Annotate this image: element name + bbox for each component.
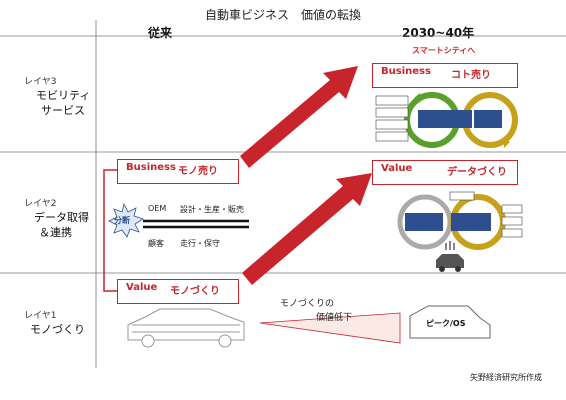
business-future-box: Business コト売り [372,63,518,88]
business-future-value: コト売り [451,70,491,81]
oem-label: OEM [148,204,167,213]
layer2-name-line1: データ取得 [34,211,89,224]
center-note-line1: モノづくりの [280,299,335,309]
value-now-key: Value [126,282,158,293]
layer3-tag: レイヤ3 [24,77,57,87]
value-now-value: モノづくり [170,286,220,297]
source-credit: 矢野経済研究所作成 [470,373,542,382]
value-decline-wedge [259,312,401,344]
center-note-line2: 価値低下 [316,313,353,323]
design-label: 設計・生産・販売 [180,205,244,214]
transition-arrow-upper [240,66,358,168]
layer2-name: データ取得 ＆連携 [34,210,89,240]
business-now-key: Business [126,162,176,173]
layer1-name: モノづくり [30,323,85,336]
peak-os-label: ピーク/OS [426,319,466,328]
peak-os-car-icon [409,305,491,339]
data-loop-diagram [397,191,523,250]
layer3-name-line1: モビリティ [36,89,91,102]
column-header-current: 従来 [148,26,173,40]
customer-label: 顧客 [148,239,164,248]
layer3-name-line2: サービス [41,104,85,117]
transition-arrow-lower [242,173,372,285]
business-now-value: モノ売り [178,166,218,177]
value-chain-bracket [103,169,117,292]
layer3-name: モビリティ サービス [36,88,90,118]
layer2-tag: レイヤ2 [24,199,57,209]
value-future-key: Value [381,163,413,174]
business-future-key: Business [381,66,431,77]
value-future-value: データづくり [447,167,507,178]
layer1-tag: レイヤ1 [24,311,57,321]
value-now-box: Value モノづくり [117,279,239,304]
car-outline-icon [127,308,245,348]
split-burst-icon [108,202,144,238]
connected-car-icon [436,241,464,272]
service-loop-diagram [375,92,518,148]
business-now-box: Business モノ売り [117,159,239,184]
layer2-name-line2: ＆連携 [39,226,72,239]
split-label: 分断 [114,216,130,225]
page-title: 自動車ビジネス 価値の転換 [204,8,361,22]
value-future-box: Value データづくり [372,160,518,185]
drive-label: 走行・保守 [180,239,220,248]
smart-city-label: スマートシティへ [412,46,476,55]
column-header-future: 2030~40年 [402,26,475,40]
